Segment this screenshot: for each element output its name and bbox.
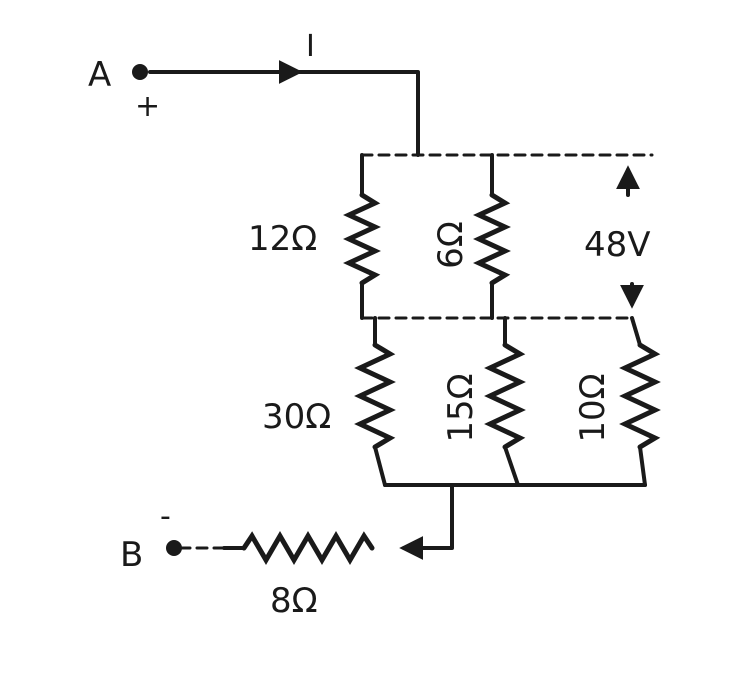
terminal-a-dot bbox=[132, 64, 148, 80]
resistor-15-label: 15Ω bbox=[441, 373, 481, 442]
terminal-a-label: A bbox=[88, 55, 111, 95]
terminal-a-polarity: + bbox=[135, 89, 160, 124]
resistor-8 bbox=[241, 531, 375, 565]
current-label: I bbox=[306, 29, 315, 64]
resistor-10-label: 10Ω bbox=[573, 373, 613, 442]
wire-r30-bottom bbox=[373, 445, 387, 487]
resistor-6-label: 6Ω bbox=[431, 221, 471, 269]
terminal-b-polarity: - bbox=[160, 499, 171, 534]
resistor-8-label: 8Ω bbox=[270, 581, 318, 621]
resistor-30 bbox=[354, 342, 396, 450]
resistor-6 bbox=[473, 192, 511, 286]
resistor-12 bbox=[343, 192, 381, 286]
terminal-b-dot bbox=[166, 540, 182, 556]
wire-bottom-to-b bbox=[418, 483, 454, 550]
wire-r10-bottom bbox=[638, 445, 647, 487]
wire-r10-top bbox=[630, 316, 642, 347]
resistor-15 bbox=[484, 342, 526, 450]
wire-a-to-top bbox=[148, 70, 420, 157]
voltage-label: 48V bbox=[584, 225, 651, 265]
resistor-30-label: 30Ω bbox=[262, 397, 331, 437]
wire-r15-bottom bbox=[503, 445, 520, 487]
resistor-12-label: 12Ω bbox=[248, 219, 317, 259]
terminal-b-label: B bbox=[120, 535, 143, 575]
resistor-10 bbox=[619, 342, 661, 450]
